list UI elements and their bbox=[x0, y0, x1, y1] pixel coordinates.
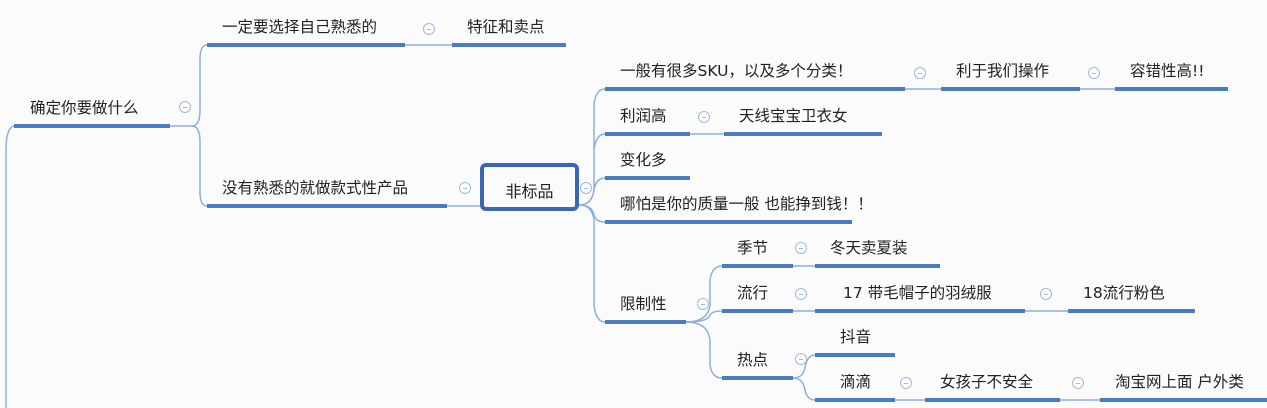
collapse-toggle-icon[interactable] bbox=[459, 182, 471, 194]
collapse-toggle-icon[interactable] bbox=[914, 67, 926, 79]
node-summer-in-winter[interactable]: 冬天卖夏装 bbox=[815, 238, 940, 268]
node-features[interactable]: 特征和卖点 bbox=[452, 17, 566, 47]
node-easy-operate[interactable]: 利于我们操作 bbox=[941, 61, 1080, 91]
collapse-toggle-icon[interactable] bbox=[580, 182, 592, 194]
node-trend[interactable]: 流行 bbox=[722, 283, 793, 313]
collapse-toggle-icon[interactable] bbox=[423, 23, 435, 35]
node-non-standard-selected[interactable]: 非标品 bbox=[480, 163, 579, 211]
node-didi[interactable]: 滴滴 bbox=[815, 372, 895, 402]
collapse-toggle-icon[interactable] bbox=[179, 101, 191, 113]
node-familiar[interactable]: 一定要选择自己熟悉的 bbox=[207, 17, 405, 47]
collapse-toggle-icon[interactable] bbox=[795, 353, 807, 365]
node-quality[interactable]: 哪怕是你的质量一般 也能挣到钱！！ bbox=[605, 194, 873, 224]
collapse-toggle-icon[interactable] bbox=[1040, 288, 1052, 300]
node-fault-tolerance[interactable]: 容错性高!! bbox=[1115, 61, 1228, 91]
node-hotspot[interactable]: 热点 bbox=[722, 350, 793, 380]
node-season[interactable]: 季节 bbox=[722, 238, 793, 268]
node-taobao-outdoor[interactable]: 淘宝网上面 户外类 bbox=[1100, 372, 1267, 402]
root-node[interactable]: 确定你要做什么 bbox=[14, 98, 170, 128]
node-changes[interactable]: 变化多 bbox=[605, 150, 690, 180]
node-pink[interactable]: 18流行粉色 bbox=[1068, 283, 1195, 313]
collapse-toggle-icon[interactable] bbox=[1088, 67, 1100, 79]
node-sku[interactable]: 一般有很多SKU，以及多个分类！ bbox=[605, 61, 905, 91]
collapse-toggle-icon[interactable] bbox=[795, 288, 807, 300]
collapse-toggle-icon[interactable] bbox=[900, 377, 912, 389]
node-unsafe[interactable]: 女孩子不安全 bbox=[925, 372, 1060, 402]
collapse-toggle-icon[interactable] bbox=[698, 111, 710, 123]
node-style-products[interactable]: 没有熟悉的就做款式性产品 bbox=[207, 178, 447, 208]
node-down-jacket[interactable]: 17 带毛帽子的羽绒服 bbox=[815, 283, 1025, 313]
collapse-toggle-icon[interactable] bbox=[1072, 377, 1084, 389]
node-profit[interactable]: 利润高 bbox=[605, 106, 690, 136]
node-douyin[interactable]: 抖音 bbox=[815, 327, 895, 357]
node-limits[interactable]: 限制性 bbox=[605, 294, 686, 324]
collapse-toggle-icon[interactable] bbox=[795, 242, 807, 254]
collapse-toggle-icon[interactable] bbox=[697, 298, 709, 310]
node-teletubbies[interactable]: 天线宝宝卫衣女 bbox=[724, 106, 882, 136]
